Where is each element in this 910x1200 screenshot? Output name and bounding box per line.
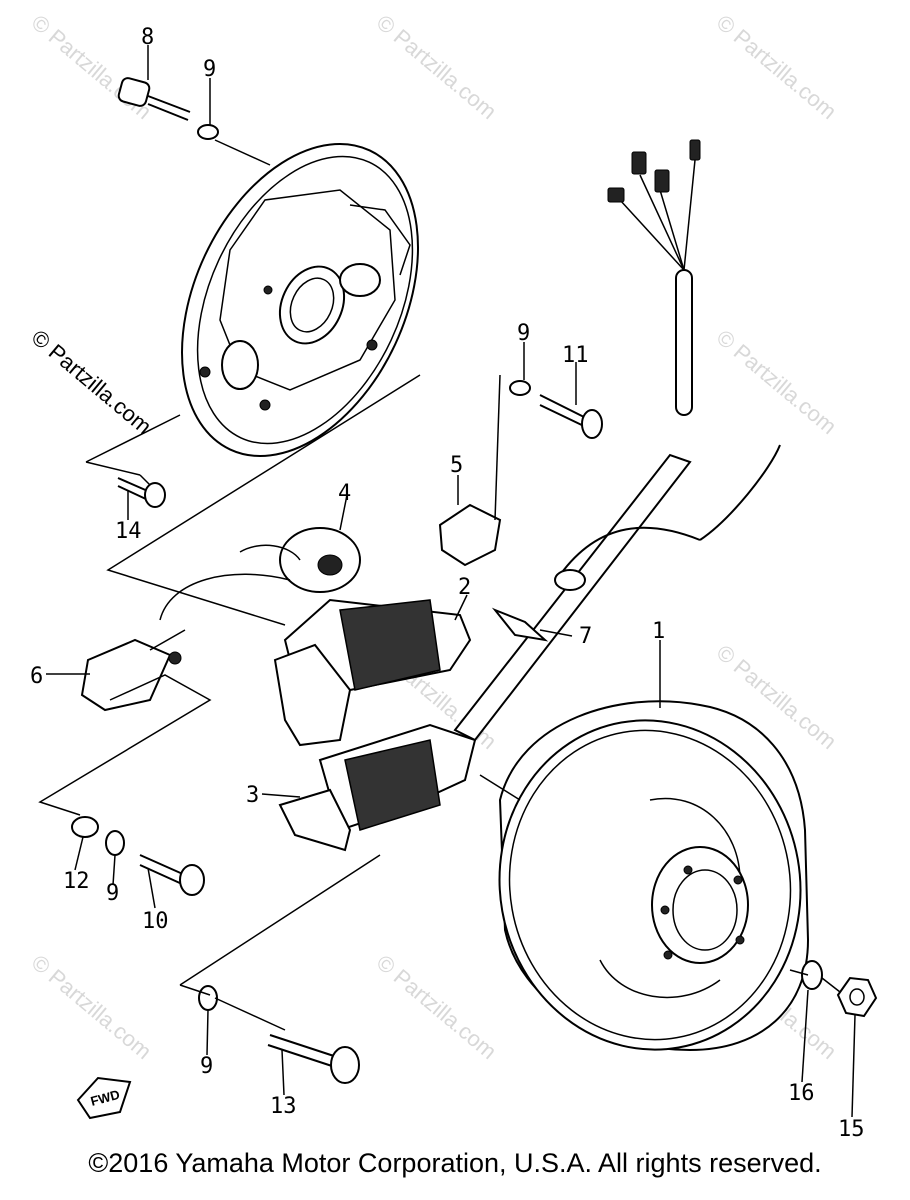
contact-breaker [80,629,186,712]
lighting-coil [278,723,477,852]
callout-11: 11 [562,343,589,368]
callout-12: 12 [63,869,90,894]
callout-1: 1 [652,619,665,644]
copyright-notice: ©2016 Yamaha Motor Corporation, U.S.A. A… [88,1148,822,1178]
nut-15 [836,976,878,1018]
stator-base-plate [181,143,419,457]
washer-12 [71,816,99,838]
screw-10 [139,854,205,896]
screw-11 [539,394,603,439]
callout-2: 2 [458,575,471,600]
watermark: © Partzilla.com [27,950,157,1064]
callout-7: 7 [579,624,592,649]
callout-15: 15 [838,1117,865,1142]
watermark: © Partzilla.com [372,950,502,1064]
flywheel-rotor [498,700,810,1052]
callout-9d: 9 [200,1054,213,1079]
leader-lines [46,45,856,1118]
callout-6: 6 [30,664,43,689]
callout-4: 4 [338,481,351,506]
callout-10: 10 [142,909,169,934]
callout-9c: 9 [106,881,119,906]
charge-coil [273,598,472,747]
washer-9-mid [509,380,531,396]
callout-14: 14 [115,519,142,544]
watermark: © Partzilla.com [27,10,157,124]
washer-9-top [197,124,219,140]
washer-9-bottom [198,985,218,1011]
pickup-coil [159,527,361,621]
watermark: © Partzilla.com [372,10,502,124]
screw-14 [117,477,166,508]
callout-5: 5 [450,453,463,478]
screw-13 [267,1034,360,1084]
condenser [438,503,502,567]
assembly-lines [38,139,841,1031]
callout-labels: 1 2 3 4 5 6 7 8 9 9 9 9 10 11 12 13 14 1… [30,25,865,1142]
fwd-label: FWD [89,1087,121,1109]
watermark: © Partzilla.com [712,10,842,124]
callout-8: 8 [141,25,154,50]
callout-3: 3 [246,783,259,808]
fwd-arrow: FWD [76,1076,132,1120]
callout-13: 13 [270,1094,297,1119]
wire-harness [453,139,781,742]
watermark: © Partzilla.com [712,325,842,439]
bolt-8 [117,77,191,121]
washer-16 [801,960,823,990]
callout-9b: 9 [517,321,530,346]
washer-9-left [105,830,125,856]
callout-9a: 9 [203,57,216,82]
watermark-dark: © Partzilla.com [27,325,157,439]
callout-16: 16 [788,1081,815,1106]
